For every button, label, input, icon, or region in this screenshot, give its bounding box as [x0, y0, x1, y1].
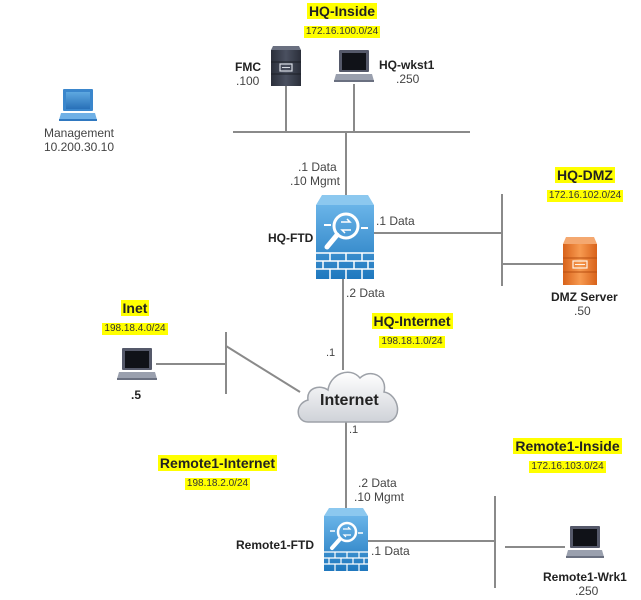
network-name: Remote1-Inside	[513, 438, 622, 454]
server-icon[interactable]	[270, 42, 302, 87]
internet-hq-ip: .1	[326, 347, 336, 359]
internet-remote-ip: .1	[349, 424, 359, 436]
internet-label: Internet	[320, 392, 379, 409]
network-subnet: 172.16.103.0/24	[529, 461, 606, 473]
hq-internet-network-label: HQ-Internet 198.18.1.0/24	[362, 313, 462, 349]
hq-ftd-dmz-data: .1 Data	[376, 214, 415, 228]
network-subnet: 198.18.2.0/24	[184, 478, 251, 490]
laptop-icon[interactable]	[117, 347, 157, 382]
inet-network-label: Inet 198.18.4.0/24	[95, 300, 175, 336]
network-subnet: 198.18.1.0/24	[379, 336, 445, 348]
fmc-ip: .100	[236, 74, 260, 88]
network-name: Remote1-Internet	[157, 455, 278, 471]
remote1-ftd-name: Remote1-FTD	[236, 538, 315, 552]
hq-ftd-inside-mgmt: .10 Mgmt	[290, 174, 341, 188]
fmc-name: FMC	[235, 60, 261, 74]
dmz-server-name: DMZ Server	[551, 290, 618, 304]
hq-wkst1-name: HQ-wkst1	[379, 58, 435, 72]
server-icon[interactable]	[562, 236, 598, 286]
network-subnet: 172.16.102.0/24	[546, 190, 624, 202]
management-ip: 10.200.30.10	[43, 140, 115, 154]
cloud-icon[interactable]	[294, 360, 404, 426]
dmz-server-ip: .50	[574, 304, 591, 318]
firewall-icon[interactable]	[324, 508, 368, 571]
hq-ftd-name: HQ-FTD	[268, 231, 314, 245]
laptop-icon[interactable]	[59, 88, 97, 122]
inet-host-ip: .5	[131, 388, 142, 402]
remote1-ftd-outside-mgmt: .10 Mgmt	[354, 490, 405, 504]
hq-ftd-inside-data: .1 Data	[298, 160, 337, 174]
inet-cloud-link	[225, 345, 301, 393]
hq-wkst1-ip: .250	[396, 72, 420, 86]
laptop-icon[interactable]	[334, 48, 374, 84]
management-name: Management	[43, 126, 115, 140]
network-subnet: 198.18.4.0/24	[102, 323, 168, 335]
remote1-ftd-outside-data: .2 Data	[358, 476, 397, 490]
remote1-internet-network-label: Remote1-Internet 198.18.2.0/24	[150, 455, 285, 491]
network-name: HQ-Inside	[306, 3, 378, 19]
remote1-inside-network-label: Remote1-Inside 172.16.103.0/24	[505, 438, 630, 474]
network-name: HQ-DMZ	[555, 167, 615, 183]
hq-dmz-network-label: HQ-DMZ 172.16.102.0/24	[535, 167, 635, 203]
hq-inside-network-label: HQ-Inside 172.16.100.0/24	[282, 3, 402, 39]
network-subnet: 172.16.100.0/24	[303, 26, 381, 38]
hq-ftd-outside-data: .2 Data	[346, 286, 385, 300]
firewall-icon[interactable]	[316, 195, 374, 279]
network-name: HQ-Internet	[371, 313, 453, 329]
remote1-ftd-inside-data: .1 Data	[371, 544, 410, 558]
remote1-wrk1-ip: .250	[575, 584, 599, 598]
network-name: Inet	[120, 300, 150, 316]
remote1-wrk1-name: Remote1-Wrk1	[543, 570, 627, 584]
laptop-icon[interactable]	[566, 525, 604, 559]
